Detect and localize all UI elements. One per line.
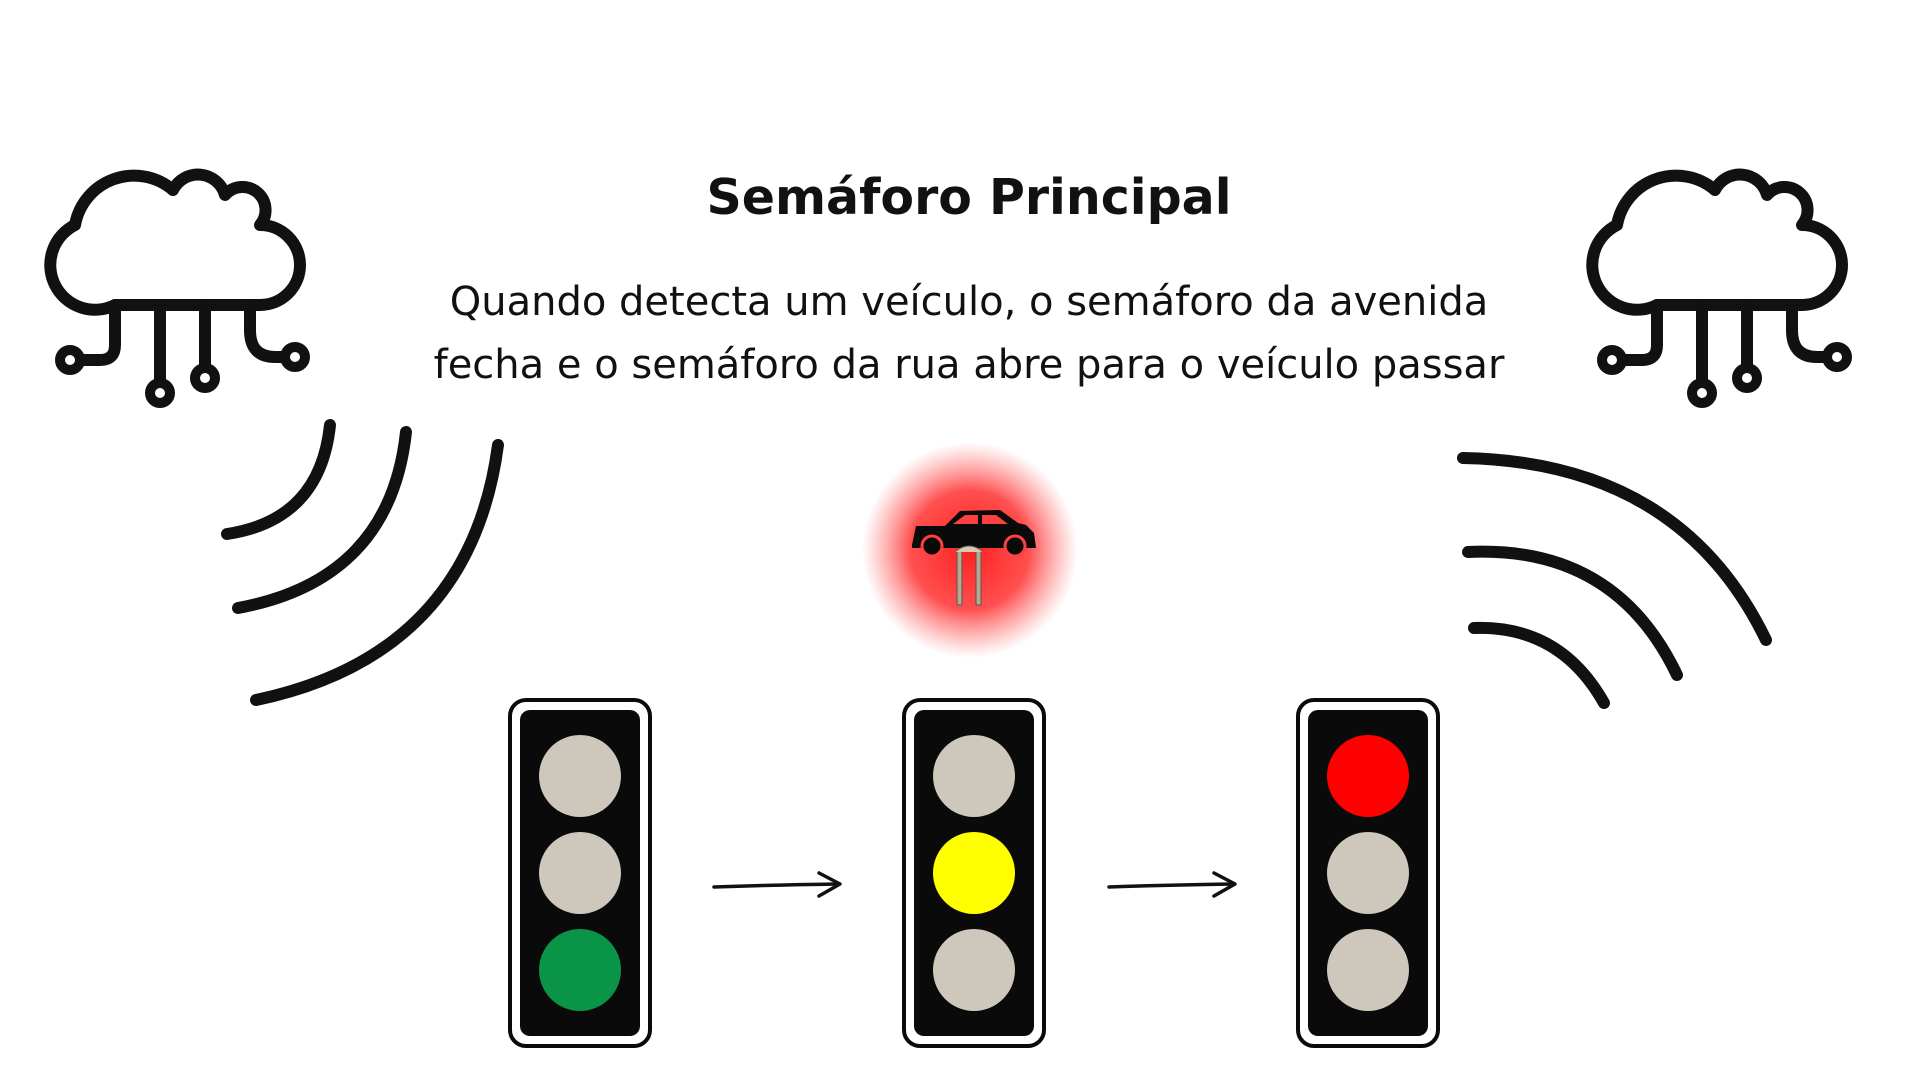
cloud-network-icon-left — [50, 175, 305, 403]
traffic-light-yellow — [902, 698, 1046, 1048]
lamp-yellow — [933, 832, 1015, 914]
cloud-network-icon-right — [1592, 175, 1847, 403]
signal-waves-left — [221, 419, 504, 706]
lamp-green — [1327, 929, 1409, 1011]
signal-wave-right-1 — [1468, 621, 1610, 709]
car-sensor-icon — [862, 442, 1078, 658]
lamp-red — [539, 735, 621, 817]
signal-wave-left-2 — [232, 426, 412, 614]
lamp-green — [539, 929, 621, 1011]
traffic-light-red — [1296, 698, 1440, 1048]
car-icon — [912, 510, 1036, 606]
page-title: Semáforo Principal — [706, 169, 1231, 226]
lamp-yellow — [539, 832, 621, 914]
signal-waves-right — [1457, 452, 1772, 709]
lamp-red — [933, 735, 1015, 817]
signal-wave-left-3 — [250, 439, 504, 706]
traffic-lights — [508, 698, 1440, 1048]
signal-wave-right-3 — [1457, 452, 1772, 646]
lamp-red — [1327, 735, 1409, 817]
description-line-1: Quando detecta um veículo, o semáforo da… — [450, 279, 1488, 325]
arrow-right-icon-1 — [712, 871, 842, 898]
description-line-2: fecha e o semáforo da rua abre para o ve… — [434, 342, 1505, 388]
arrow-right-icon-2 — [1107, 871, 1237, 898]
lamp-green — [933, 929, 1015, 1011]
signal-wave-right-2 — [1462, 545, 1683, 681]
lamp-yellow — [1327, 832, 1409, 914]
traffic-light-green — [508, 698, 652, 1048]
signal-wave-left-1 — [221, 419, 336, 540]
